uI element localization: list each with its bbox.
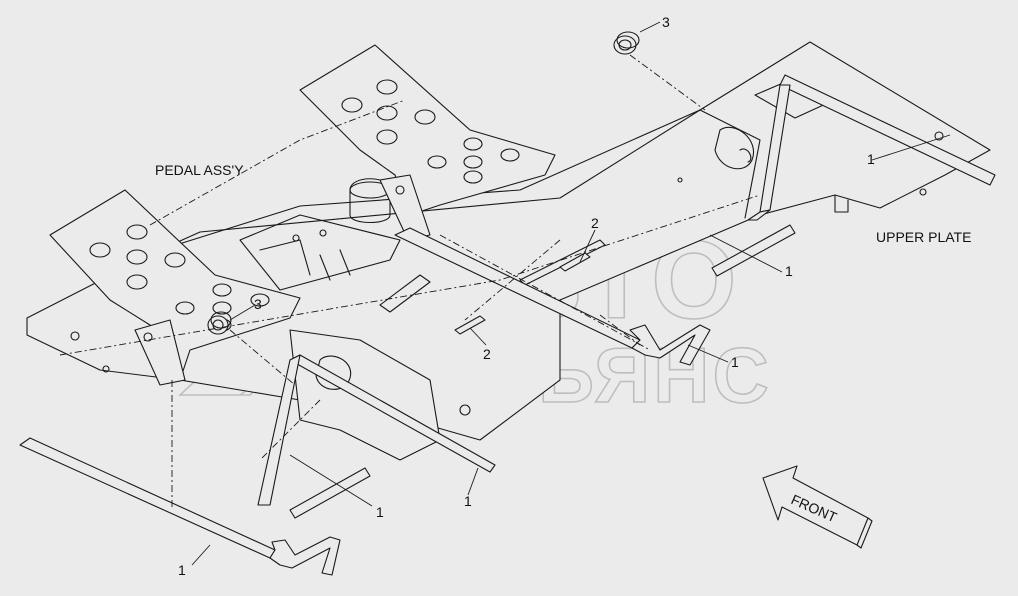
grommet-lower <box>207 311 232 335</box>
callout-3-lower: 3 <box>254 296 262 312</box>
callout-3-upper: 3 <box>662 14 670 30</box>
pedal-assembly-label: PEDAL ASS'Y <box>155 162 244 178</box>
callout-1-right-short: 1 <box>785 263 793 279</box>
callout-1-center-bent: 1 <box>464 493 472 509</box>
callout-2-upper: 2 <box>591 215 599 231</box>
upper-plate-label: UPPER PLATE <box>876 229 971 245</box>
callout-1-center-hook: 1 <box>731 354 739 370</box>
center-lines <box>59 54 761 510</box>
leader-lines <box>191 21 951 566</box>
pedal-assembly <box>49 44 556 386</box>
callout-1-lower-short: 1 <box>376 504 384 520</box>
grommet-upper <box>613 31 640 55</box>
callout-2-lower: 2 <box>483 346 491 362</box>
callout-1-bottom-left: 1 <box>178 562 186 578</box>
callout-1-upper-right: 1 <box>867 151 875 167</box>
seal-strips <box>19 74 996 576</box>
front-direction-arrow: FRONT <box>762 465 873 549</box>
pin-lower <box>454 315 486 335</box>
callout-labels: 3 1 2 1 3 2 1 1 1 1 <box>178 14 875 578</box>
front-arrow-icon <box>762 465 869 546</box>
